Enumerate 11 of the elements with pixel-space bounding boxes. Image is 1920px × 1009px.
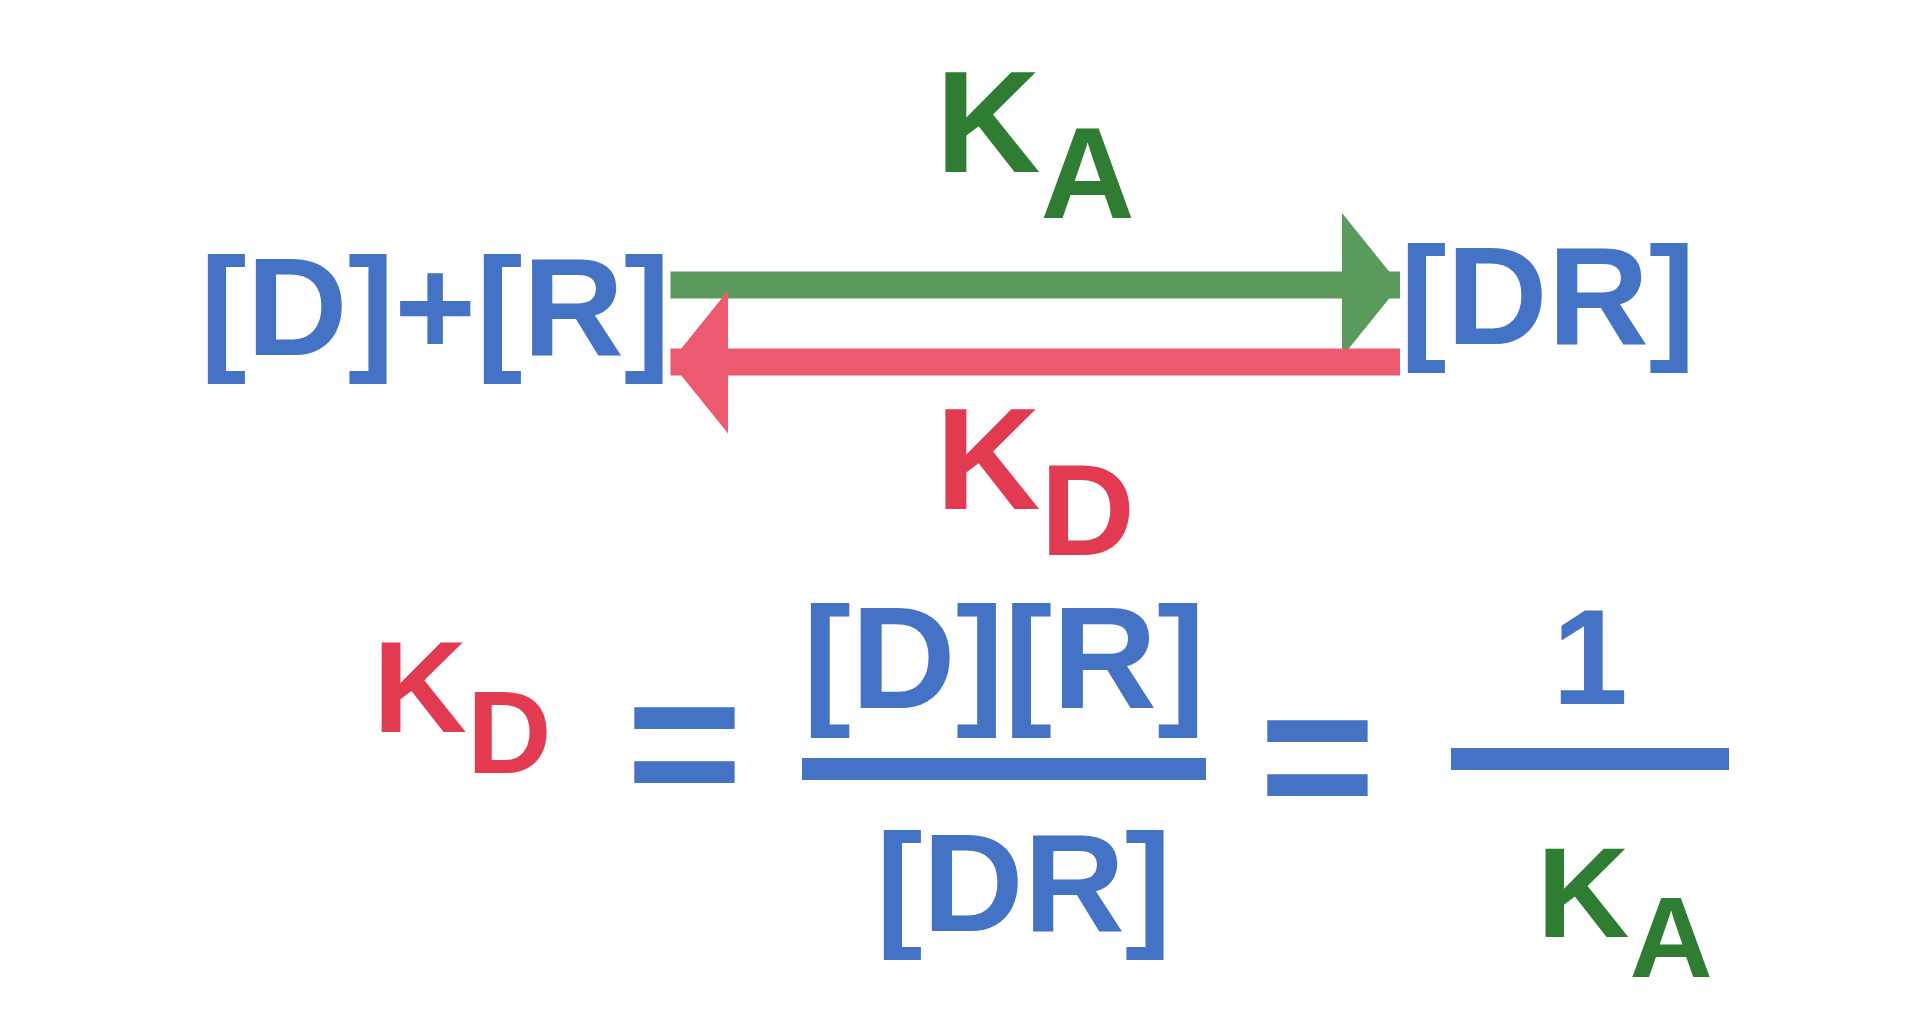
denominator: K$_{A}$ (1537, 820, 1713, 1004)
expression-text: [DR] (1400, 214, 1696, 377)
fraction-numerator: 1 (1451, 578, 1729, 770)
fraction-numerator: [D][R] (802, 574, 1206, 781)
denominator: [DR] (876, 802, 1172, 963)
edge-label: K$_{A}$ (935, 40, 1135, 248)
expression-text: [D]+[R] (200, 225, 671, 388)
equals-sign: = (1259, 643, 1376, 869)
arrow (670, 290, 1400, 434)
equals-sign: = (626, 630, 743, 856)
equation-term: K$_{D}$ (373, 613, 552, 801)
